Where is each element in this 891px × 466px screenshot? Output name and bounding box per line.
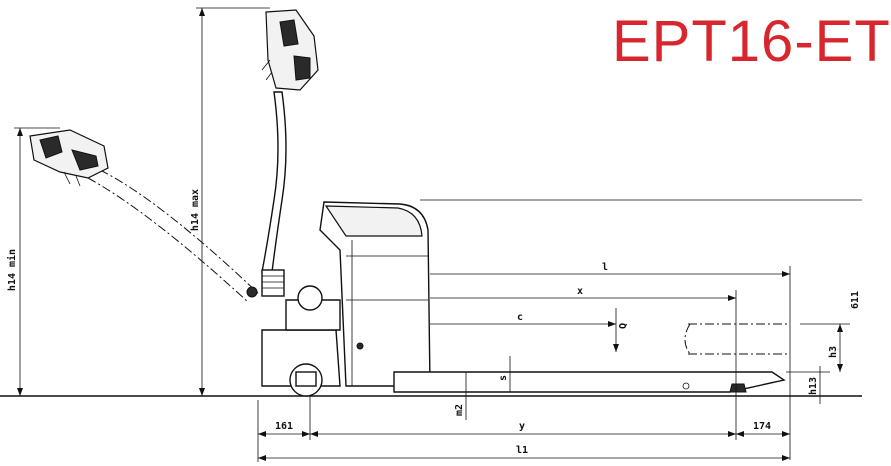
h14-min-dimension: h14 min — [6, 127, 60, 396]
y-label: y — [519, 421, 525, 432]
l1-label: l1 — [516, 445, 528, 456]
h3-label: h3 — [828, 346, 839, 358]
h14-max-label: h14 max — [190, 189, 201, 231]
page-title: EPT16-ET — [612, 9, 891, 74]
tiller-upright — [261, 9, 319, 297]
pallet-truck-drawing: h14 max h14 min — [0, 7, 862, 462]
m2-label: m2 — [454, 404, 465, 416]
dim-h13: h13 — [786, 366, 830, 404]
truck-body — [261, 201, 431, 397]
s-label: s — [498, 375, 509, 381]
dim-c: c Q — [430, 308, 629, 352]
h13-label: h13 — [808, 377, 819, 395]
dim-611: 611 — [420, 199, 862, 309]
dim-s: s — [498, 356, 511, 392]
dim-m2: m2 — [454, 372, 467, 420]
h14-min-label: h14 min — [6, 249, 18, 291]
dim-h3: h3 — [800, 323, 850, 372]
tiller-lowered — [29, 129, 261, 303]
dim-x: x — [430, 286, 737, 440]
x-label: x — [577, 286, 583, 297]
l-label: l — [602, 262, 608, 273]
b11-label: 611 — [850, 291, 861, 309]
Q-label: Q — [618, 323, 629, 329]
c-label: c — [517, 312, 523, 323]
d161-label: 161 — [275, 421, 293, 432]
dim-bottom-row: 161 y 174 — [257, 396, 790, 462]
dim-l: l — [430, 262, 791, 460]
d174-label: 174 — [753, 421, 771, 432]
dim-l1: l1 — [258, 445, 790, 461]
h14-max-dimension: h14 max — [190, 7, 270, 396]
forks — [393, 323, 790, 393]
